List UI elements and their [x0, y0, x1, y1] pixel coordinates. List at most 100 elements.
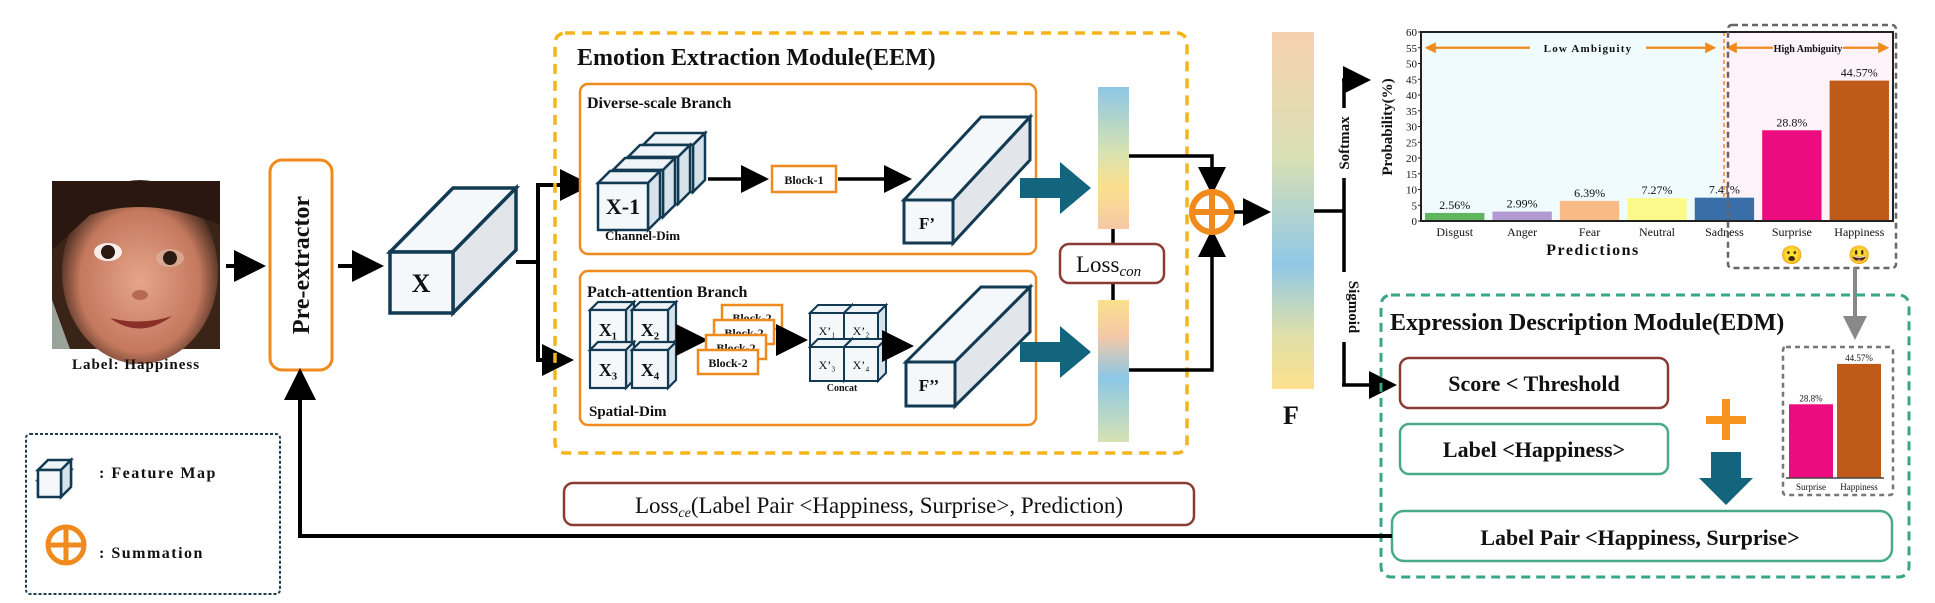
patch-label: X₁: [599, 320, 617, 340]
concat-cube: [809, 346, 845, 382]
feature-map-f-double-prime: [902, 283, 1034, 410]
bar-surprise: [1762, 130, 1822, 221]
x-tick-disgust: Disgust: [1436, 225, 1473, 239]
summation-legend-icon: [45, 524, 87, 566]
x-tick-sadness: Sadness: [1705, 225, 1744, 239]
pre-extractor-label: Pre-extractor: [289, 196, 315, 334]
high-ambiguity-frame: [1726, 23, 1898, 270]
feature-vector-bottom: [1098, 300, 1129, 442]
low-ambiguity-label: Low Ambiguity: [1544, 43, 1633, 55]
feature-x-label: X: [412, 269, 431, 298]
concat-patch-label: X’₂: [853, 324, 870, 338]
bar-fear: [1559, 200, 1620, 221]
legend-feature-map-label: : Feature Map: [99, 465, 217, 482]
feature-vector-top: [1098, 87, 1129, 229]
data-label-surprise: 28.8%: [1776, 115, 1807, 129]
bar-happiness: [1829, 80, 1889, 222]
low-ambiguity-region: [1421, 32, 1720, 221]
y-tick-label: 50: [1406, 59, 1418, 71]
data-label-fear: 6.39%: [1574, 186, 1605, 200]
data-label-neutral: 7.27%: [1642, 183, 1673, 197]
feedback-arrow: [284, 368, 1392, 538]
x-tick-happiness: Happiness: [1834, 225, 1884, 239]
label-box: [1398, 422, 1670, 476]
concat-patch-label: X’₄: [853, 358, 870, 372]
block-2-label: Block-2: [708, 356, 747, 370]
patch-cube: [629, 299, 679, 351]
input-face-image: [52, 180, 220, 364]
mini-chart-frame: [1781, 345, 1895, 497]
arrow-bottom-to-sum: [1129, 229, 1226, 372]
loss-ce-box: [562, 481, 1196, 527]
mini-x-tick: Happiness: [1840, 482, 1878, 492]
mini-data-label: 44.57%: [1845, 353, 1873, 363]
prediction-chart: 2.56%Disgust2.99%Anger6.39%Fear7.27%Neut…: [1380, 27, 1894, 265]
patch-label: X₄: [641, 360, 660, 380]
block-1-box: [770, 164, 838, 194]
concat-cube-side: [877, 336, 887, 384]
mini-bar-surprise: [1789, 404, 1833, 478]
patch-label: X₂: [641, 320, 659, 340]
split-connector: [516, 169, 592, 376]
channel-dim-label: Channel-Dim: [605, 228, 680, 243]
loss-ce-label: Lossce(Label Pair <Happiness, Surprise>,…: [635, 493, 1123, 521]
arrow-top-to-sum: [1129, 154, 1226, 195]
softmax-label: Softmax: [1337, 116, 1353, 170]
concat-label: Concat: [827, 383, 858, 394]
x-tick-surprise: Surprise: [1772, 225, 1812, 239]
block-1-label: Block-1: [784, 173, 823, 187]
plus-icon: [1706, 399, 1746, 440]
bar-sadness: [1694, 197, 1755, 221]
data-label-sadness: 7.41%: [1709, 183, 1740, 197]
legend-box: [25, 433, 281, 595]
fused-feature-label: F: [1283, 401, 1299, 430]
high-ambiguity-label: High Ambiguity: [1774, 44, 1843, 55]
feature-map-f-prime: [900, 113, 1034, 247]
concat-cube: [843, 346, 879, 382]
x-tick-neutral: Neutral: [1639, 225, 1676, 239]
data-label-anger: 2.99%: [1507, 197, 1538, 211]
sigmoid-label: Sigmoid: [1345, 281, 1361, 334]
feature-map-legend-icon-body: [34, 456, 75, 501]
score-threshold-box: [1398, 356, 1670, 410]
label-happiness-label: Label <Happiness>: [1443, 437, 1625, 462]
x-tick-fear: Fear: [1579, 225, 1600, 239]
bar-disgust: [1425, 212, 1485, 221]
x-tick-anger: Anger: [1507, 225, 1537, 239]
eem-module-frame: [553, 31, 1189, 455]
legend-summation-label: : Summation: [99, 545, 204, 562]
data-label-happiness: 44.57%: [1841, 66, 1878, 80]
y-tick-label: 25: [1406, 137, 1418, 149]
y-tick-label: 55: [1406, 43, 1418, 55]
emoji-surprise-icon: 😮: [1781, 245, 1803, 265]
sigmoid-label-bg: [1333, 272, 1353, 342]
teal-arrow-bottom: [1020, 326, 1091, 378]
mini-bar-happiness: [1837, 363, 1881, 478]
patch-label: X₃: [599, 360, 618, 380]
eem-title: Emotion Extraction Module(EEM): [577, 45, 936, 71]
score-threshold-label: Score < Threshold: [1448, 371, 1619, 396]
down-arrow-icon: [1699, 452, 1753, 505]
y-tick-label: 5: [1412, 200, 1418, 212]
y-tick-label: 15: [1406, 169, 1418, 181]
patch-cube: [629, 339, 679, 391]
y-tick-label: 10: [1406, 185, 1418, 197]
edm-module-frame: [1379, 293, 1911, 579]
summation-icon: [1189, 189, 1235, 235]
feature-map-x: [385, 183, 521, 318]
patch-branch-title: Patch-attention Branch: [587, 284, 748, 301]
block-2-box: [696, 348, 760, 376]
y-tick-label: 60: [1406, 27, 1418, 39]
spatial-dim-label: Spatial-Dim: [589, 404, 667, 420]
x1-label: X-1: [606, 194, 640, 219]
x-axis-label: Predictions: [1546, 242, 1640, 259]
teal-arrow-top: [1020, 162, 1091, 214]
emoji-happiness-icon: 😃: [1848, 245, 1870, 265]
y-axis-label: Probability(%): [1380, 78, 1396, 175]
y-tick-label: 35: [1406, 106, 1418, 118]
y-tick-label: 30: [1406, 122, 1418, 134]
